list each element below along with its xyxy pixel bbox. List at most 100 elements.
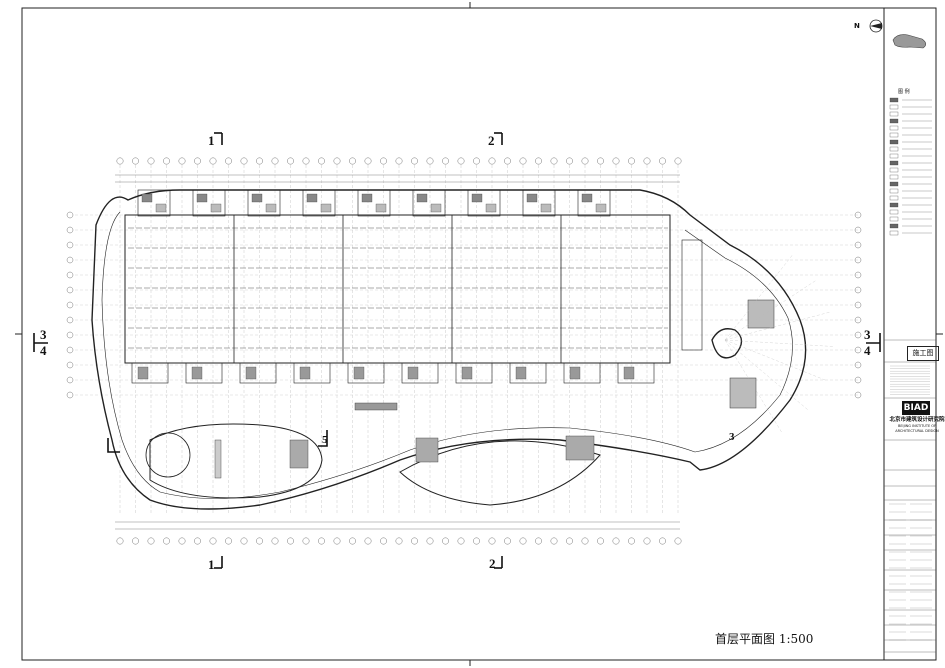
grid-bubble-top <box>163 157 170 165</box>
radial-axis <box>724 253 794 341</box>
legend-swatch <box>889 174 899 180</box>
grid-bubble-right <box>854 256 862 264</box>
drawing-caption: 首层平面图 1:500 <box>715 632 814 646</box>
top-core-module <box>192 189 226 217</box>
grid-bubble-right <box>854 286 862 294</box>
grid-bubble-bottom <box>147 537 155 545</box>
grid-bubble-top <box>209 157 217 165</box>
grid-bubble-bottom <box>535 537 542 545</box>
grid-bubble-top <box>566 157 573 165</box>
legend-swatch <box>889 132 899 138</box>
bottom-shop-module <box>509 362 547 384</box>
grid-bubble-top <box>628 157 635 165</box>
grid-bubble-left <box>66 271 74 279</box>
grid-bubble-right <box>854 346 862 354</box>
shop-stair-fill <box>353 366 365 380</box>
cut-3-4-right <box>866 333 881 352</box>
org-name: 北京市建筑设计研究院 <box>889 417 945 423</box>
cut-3-4-left <box>33 333 48 352</box>
main-hall <box>124 214 671 364</box>
section-label-3-mid: 3 <box>729 431 735 443</box>
top-core-module <box>247 189 281 217</box>
shaft-fill <box>540 203 552 213</box>
bottom-shop-module <box>239 362 277 384</box>
east-core-upper <box>747 299 775 329</box>
shaft-fill <box>265 203 277 213</box>
plan-drawing <box>66 157 862 545</box>
grid-bubble-top <box>457 157 465 165</box>
top-core-module <box>137 189 171 217</box>
grid-bubble-bottom <box>178 537 186 545</box>
left-pavilion <box>149 423 323 499</box>
org-name-en: BEIJING INSTITUTE OF ARCHITECTURAL DESIG… <box>895 424 939 433</box>
shop-stair-fill <box>137 366 149 380</box>
shaft-fill <box>485 203 497 213</box>
section-cut-markers <box>33 132 881 569</box>
grid-bubble-top <box>535 157 542 165</box>
cut-left-oval <box>107 438 120 453</box>
legend-swatch <box>889 153 899 159</box>
legend-swatch <box>889 118 899 124</box>
grid-bubble-bottom <box>566 537 573 545</box>
grid-bubble-bottom <box>225 537 232 545</box>
grid-bubble-bottom <box>550 537 558 545</box>
grid-bubble-top <box>643 157 651 165</box>
radial-axis <box>724 311 832 341</box>
grid-bubble-top <box>147 157 155 165</box>
grid-bubble-left <box>66 346 74 354</box>
grid-bubble-bottom <box>395 537 403 545</box>
grid-bubble-bottom <box>411 537 418 545</box>
section-label-4-left: 4 <box>40 343 47 358</box>
escalator <box>354 402 398 411</box>
grid-bubble-top <box>442 157 449 165</box>
north-arrow-icon <box>869 19 883 33</box>
grid-bubble-bottom <box>488 537 496 545</box>
shaft-fill <box>375 203 387 213</box>
grid-bubble-right <box>854 226 862 234</box>
grid-bubble-bottom <box>271 537 279 545</box>
stair-fill <box>526 193 538 203</box>
grid-bubble-right <box>854 376 862 384</box>
grid-bubble-top <box>256 157 263 165</box>
section-label-4-right: 4 <box>864 343 871 358</box>
grid-bubble-top <box>395 157 403 165</box>
legend-swatch <box>889 125 899 131</box>
shaft-fill <box>210 203 222 213</box>
stair-fill <box>581 193 593 203</box>
grid-bubble-left <box>66 211 74 219</box>
grid-bubble-bottom <box>132 537 139 545</box>
grid-bubble-left <box>66 376 74 384</box>
bottom-shop-module <box>347 362 385 384</box>
grid-bubble-bottom <box>473 537 480 545</box>
section-label-5: 5 <box>322 434 328 446</box>
grid-bubble-top <box>380 157 387 165</box>
cut-5 <box>318 430 328 447</box>
grid-bubble-right <box>854 301 862 309</box>
bottom-shop-module <box>563 362 601 384</box>
pavilion-stair <box>289 439 309 469</box>
section-label-3-right: 3 <box>864 327 871 342</box>
grid-bubble-bottom <box>426 537 434 545</box>
grid-bubble-left <box>66 241 74 249</box>
grid-bubble-bottom <box>209 537 217 545</box>
radial-axis <box>724 339 783 434</box>
grid-bubble-bottom <box>504 537 511 545</box>
sheet-border <box>21 7 937 661</box>
grid-bubble-top <box>488 157 496 165</box>
title-block <box>884 97 936 653</box>
grid-bubble-top <box>240 157 248 165</box>
grid-bubble-top <box>271 157 279 165</box>
stair-fill <box>141 193 153 203</box>
shop-stair-fill <box>623 366 635 380</box>
east-core-lower <box>729 377 757 409</box>
grid-bubble-right <box>854 241 862 249</box>
shaft-fill <box>595 203 607 213</box>
grid-bubble-top <box>132 157 139 165</box>
bottom-shop-module <box>617 362 655 384</box>
section-label-1-top: 1 <box>208 133 215 148</box>
stair-fill <box>196 193 208 203</box>
grid-bubble-bottom <box>256 537 263 545</box>
grid-bubble-bottom <box>612 537 620 545</box>
shop-stair-fill <box>245 366 257 380</box>
